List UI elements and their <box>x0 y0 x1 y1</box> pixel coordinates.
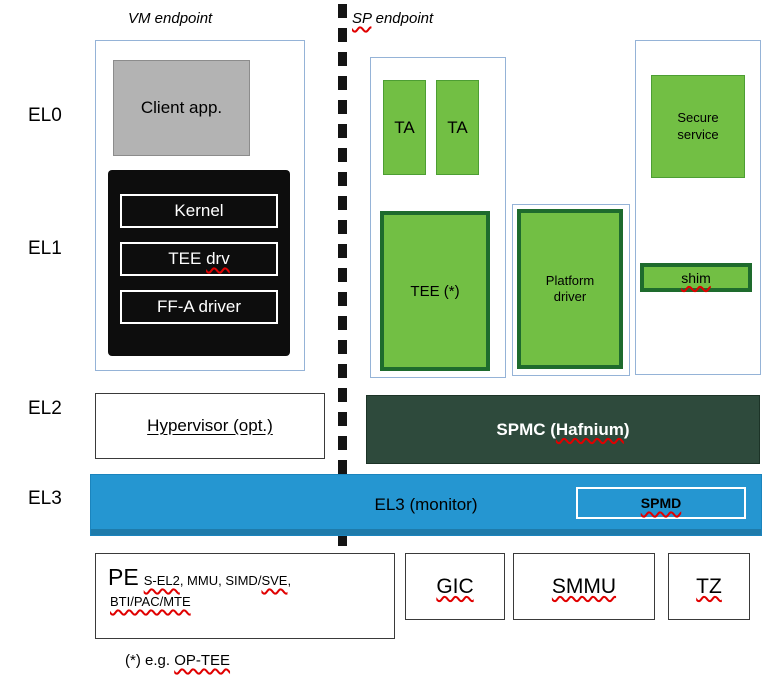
el2-label: EL2 <box>28 398 62 419</box>
tee-driver-label: TEE drv <box>168 249 229 269</box>
pe-line-1: PE S-EL2, MMU, SIMD/SVE, <box>108 564 382 591</box>
tz-box: TZ <box>668 553 750 620</box>
smmu-box: SMMU <box>513 553 655 620</box>
gic-label: GIC <box>436 574 474 598</box>
spmc-label-hafnium: Hafnium <box>555 419 624 439</box>
ta-label-1: TA <box>394 117 415 137</box>
pe-feature-comma: , <box>287 573 292 588</box>
spmd-box: SPMD <box>576 487 746 519</box>
tee-driver-label-term: drv <box>206 249 230 268</box>
footnote-op-tee: OP-TEE <box>174 652 231 669</box>
footnote-prefix: (*) e.g. <box>125 652 175 669</box>
vm-endpoint-label: VM endpoint <box>128 10 213 27</box>
pe-feature-sel2: S-EL2 <box>143 573 180 588</box>
client-app-box: Client app. <box>113 60 250 156</box>
platform-driver-box: Platform driver <box>517 209 623 369</box>
tee-driver-box: TEE drv <box>120 242 278 276</box>
pe-label: PE <box>108 564 139 590</box>
ta-box-1: TA <box>383 80 426 175</box>
hypervisor-box: Hypervisor (opt.) <box>95 393 325 459</box>
el3-label: EL3 <box>28 488 62 509</box>
secure-service-label: Secure service <box>677 110 719 142</box>
spmd-label: SPMD <box>640 495 682 511</box>
ta-label-2: TA <box>447 117 468 137</box>
sp-endpoint-title: SP endpoint <box>352 10 433 27</box>
client-app-label: Client app. <box>140 98 223 117</box>
spmc-label: SPMC (Hafnium) <box>496 420 629 440</box>
shim-box: shim <box>640 263 752 292</box>
sp-endpoint-label-rest: endpoint <box>371 10 434 27</box>
platform-driver-label: Platform driver <box>545 272 595 304</box>
el0-label: EL0 <box>28 105 62 126</box>
pe-feature-sve: SVE <box>261 573 288 588</box>
vm-endpoint-title: VM endpoint <box>128 10 212 27</box>
spmc-label-suffix: ) <box>623 419 630 439</box>
vm-sp-dashed-divider <box>338 4 347 550</box>
tee-label: TEE (*) <box>410 282 460 300</box>
vm-kernel-stack: Kernel TEE drv FF-A driver <box>108 170 290 356</box>
ffa-driver-label: FF-A driver <box>156 297 242 316</box>
footnote: (*) e.g. OP-TEE <box>125 652 230 669</box>
spmc-label-prefix: SPMC ( <box>496 419 556 439</box>
el3-monitor-box: EL3 (monitor) SPMD <box>90 474 762 536</box>
el3-monitor-label: EL3 (monitor) <box>374 495 478 514</box>
secure-service-box: Secure service <box>651 75 745 178</box>
tee-driver-label-prefix: TEE <box>168 249 207 268</box>
ta-box-2: TA <box>436 80 479 175</box>
tee-box: TEE (*) <box>380 211 490 371</box>
hypervisor-label: Hypervisor (opt.) <box>147 416 273 435</box>
kernel-label: Kernel <box>174 201 224 220</box>
spmc-box: SPMC (Hafnium) <box>366 395 760 464</box>
pe-feature-bti-pac-mte: BTI/PAC/MTE <box>110 594 191 609</box>
tz-label: TZ <box>696 574 722 598</box>
shim-label: shim <box>681 269 711 286</box>
pe-line-2: BTI/PAC/MTE <box>110 594 382 609</box>
pe-box: PE S-EL2, MMU, SIMD/SVE, BTI/PAC/MTE <box>95 553 395 639</box>
pe-features-line1: S-EL2, MMU, SIMD/SVE, <box>144 573 291 588</box>
kernel-box: Kernel <box>120 194 278 228</box>
sp-endpoint-label-sp: SP <box>352 10 372 27</box>
ffa-driver-box: FF-A driver <box>120 290 278 324</box>
gic-box: GIC <box>405 553 505 620</box>
el1-label: EL1 <box>28 238 62 259</box>
smmu-label: SMMU <box>551 574 617 598</box>
pe-feature-mmu-simd: , MMU, SIMD/ <box>179 573 262 588</box>
